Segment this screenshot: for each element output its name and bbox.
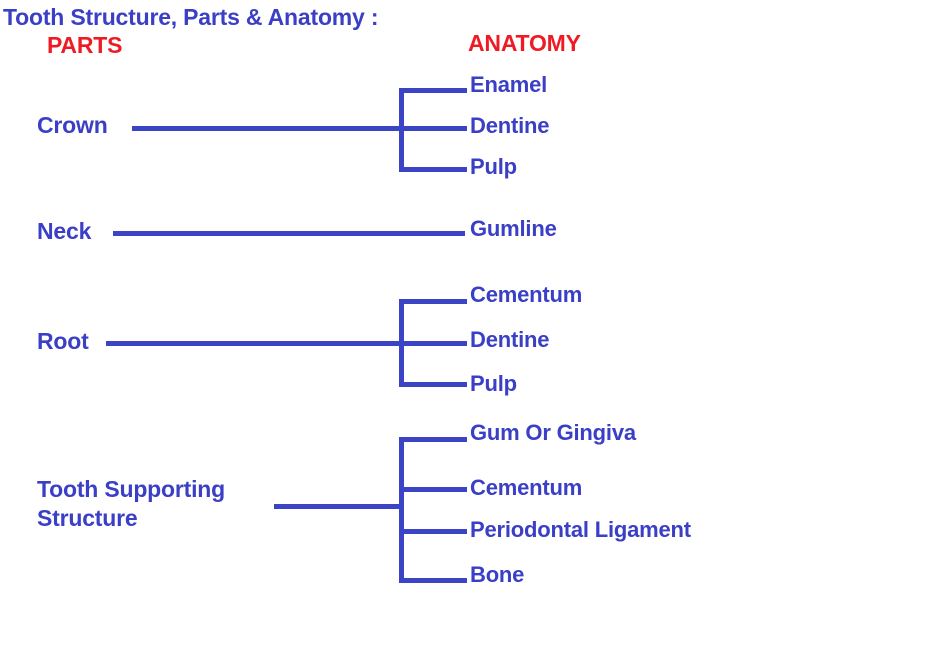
branch-crown-enamel (399, 88, 467, 93)
anatomy-label-dentine-root: Dentine (470, 327, 550, 352)
anatomy-label-bone: Bone (470, 562, 525, 587)
anatomy-label-pulp-crown: Pulp (470, 154, 517, 179)
connector-supporting-trunk (274, 504, 402, 509)
part-label-root: Root (37, 328, 89, 354)
branch-crown-pulp (399, 167, 467, 172)
branch-supporting-gum (399, 437, 467, 442)
anatomy-label-dentine-crown: Dentine (470, 113, 550, 138)
connector-root-trunk (106, 341, 402, 346)
anatomy-label-cementum-supporting: Cementum (470, 475, 583, 500)
part-label-tooth-supporting-structure-line2: Structure (37, 505, 138, 531)
branch-supporting-bone (399, 578, 467, 583)
branch-root-pulp (399, 382, 467, 387)
anatomy-label-pulp-root: Pulp (470, 371, 517, 396)
page-title: Tooth Structure, Parts & Anatomy : (3, 4, 379, 30)
anatomy-label-enamel: Enamel (470, 72, 548, 97)
anatomy-label-cementum-root: Cementum (470, 282, 583, 307)
branch-crown-dentine (399, 126, 467, 131)
bracket-supporting (399, 437, 404, 583)
connector-crown-trunk (132, 126, 402, 131)
column-header-parts: PARTS (47, 32, 123, 58)
anatomy-label-gum-or-gingiva: Gum Or Gingiva (470, 420, 636, 445)
part-label-neck: Neck (37, 218, 92, 244)
part-label-crown: Crown (37, 112, 108, 138)
part-label-tooth-supporting-structure-line1: Tooth Supporting (37, 476, 225, 502)
branch-root-cementum (399, 299, 467, 304)
branch-root-dentine (399, 341, 467, 346)
anatomy-label-gumline: Gumline (470, 216, 557, 241)
branch-supporting-periodontal-ligament (399, 529, 467, 534)
column-header-anatomy: ANATOMY (468, 30, 581, 56)
anatomy-label-periodontal-ligament: Periodontal Ligament (470, 517, 691, 542)
branch-supporting-cementum (399, 487, 467, 492)
connector-neck-gumline (113, 231, 465, 236)
